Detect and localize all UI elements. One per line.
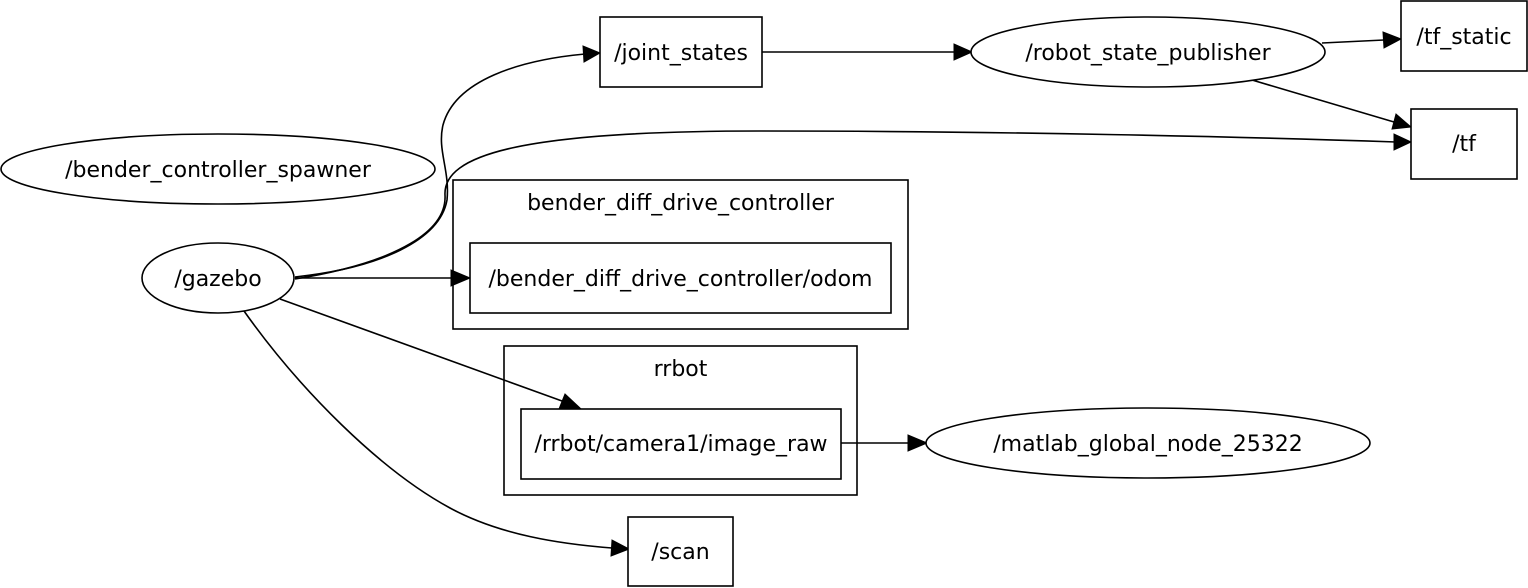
node-label: /tf_static (1416, 25, 1511, 50)
node-label: /bender_controller_spawner (65, 158, 372, 183)
edge-gazebo-to-joint-states (294, 45, 602, 278)
arrowhead (582, 45, 602, 63)
node-box (627, 516, 734, 587)
cluster-bender-diff-drive-controller-label: bender_diff_drive_controller (527, 191, 835, 216)
edge-line (243, 310, 613, 549)
node-tf: /tf (1410, 108, 1518, 180)
edge-robot-state-publisher-to-tf (1251, 79, 1413, 130)
cluster-rrbot-label: rrbot (654, 357, 708, 382)
edge-robot-state-publisher-to-tf-static (1321, 31, 1403, 49)
node-tf-static: /tf_static (1400, 0, 1528, 72)
node-matlab-global-node: /matlab_global_node_25322 (925, 407, 1371, 479)
arrowhead (558, 393, 582, 410)
node-bender-controller-spawner: /bender_controller_spawner (0, 133, 436, 205)
edge-gazebo-to-image-raw (279, 298, 582, 410)
node-label: /joint_states (614, 41, 748, 66)
node-label: /tf (1452, 132, 1477, 157)
node-box (1400, 0, 1528, 72)
edge-line (294, 130, 1397, 280)
node-gazebo: /gazebo (141, 242, 295, 314)
arrowhead (450, 269, 472, 287)
edge-joint-states-to-robot-state-publisher (762, 43, 974, 61)
arrowhead (1391, 113, 1413, 130)
arrowhead (953, 43, 974, 61)
cluster-bender-diff-drive-controller-frame (452, 179, 909, 330)
node-ellipse (925, 407, 1371, 479)
arrowhead (1393, 133, 1413, 151)
cluster-rrbot-frame (503, 345, 858, 496)
node-joint-states: /joint_states (599, 16, 763, 88)
node-label: /robot_state_publisher (1025, 41, 1271, 66)
node-ellipse (970, 16, 1326, 88)
node-box (469, 242, 892, 314)
edge-gazebo-to-scan (243, 310, 631, 557)
node-label: /matlab_global_node_25322 (993, 432, 1303, 457)
cluster-bender-diff-drive-controller: bender_diff_drive_controller (452, 179, 909, 330)
arrowhead (1382, 31, 1403, 49)
node-ellipse (0, 133, 436, 205)
node-ellipse (141, 242, 295, 314)
node-label: /scan (651, 540, 709, 565)
arrowhead (610, 539, 631, 557)
node-label: /bender_diff_drive_controller/odom (489, 267, 873, 292)
edge-image-raw-to-matlab-global-node (841, 434, 929, 452)
edge-line (1321, 39, 1385, 44)
edge-line (1251, 79, 1395, 123)
edge-line (294, 53, 586, 278)
node-label: /gazebo (174, 267, 261, 292)
arrowhead (907, 434, 929, 452)
edge-gazebo-to-odom (295, 269, 472, 287)
node-box (520, 408, 842, 480)
edge-line (279, 298, 563, 402)
node-box (599, 16, 763, 88)
node-label: /rrbot/camera1/image_raw (534, 432, 827, 457)
node-rrbot-camera1-image-raw: /rrbot/camera1/image_raw (520, 408, 842, 480)
cluster-rrbot: rrbot (503, 345, 858, 496)
node-bender-diff-drive-controller-odom: /bender_diff_drive_controller/odom (469, 242, 892, 314)
edge-gazebo-to-tf (294, 130, 1413, 280)
node-box (1410, 108, 1518, 180)
node-scan: /scan (627, 516, 734, 587)
node-robot-state-publisher: /robot_state_publisher (970, 16, 1326, 88)
